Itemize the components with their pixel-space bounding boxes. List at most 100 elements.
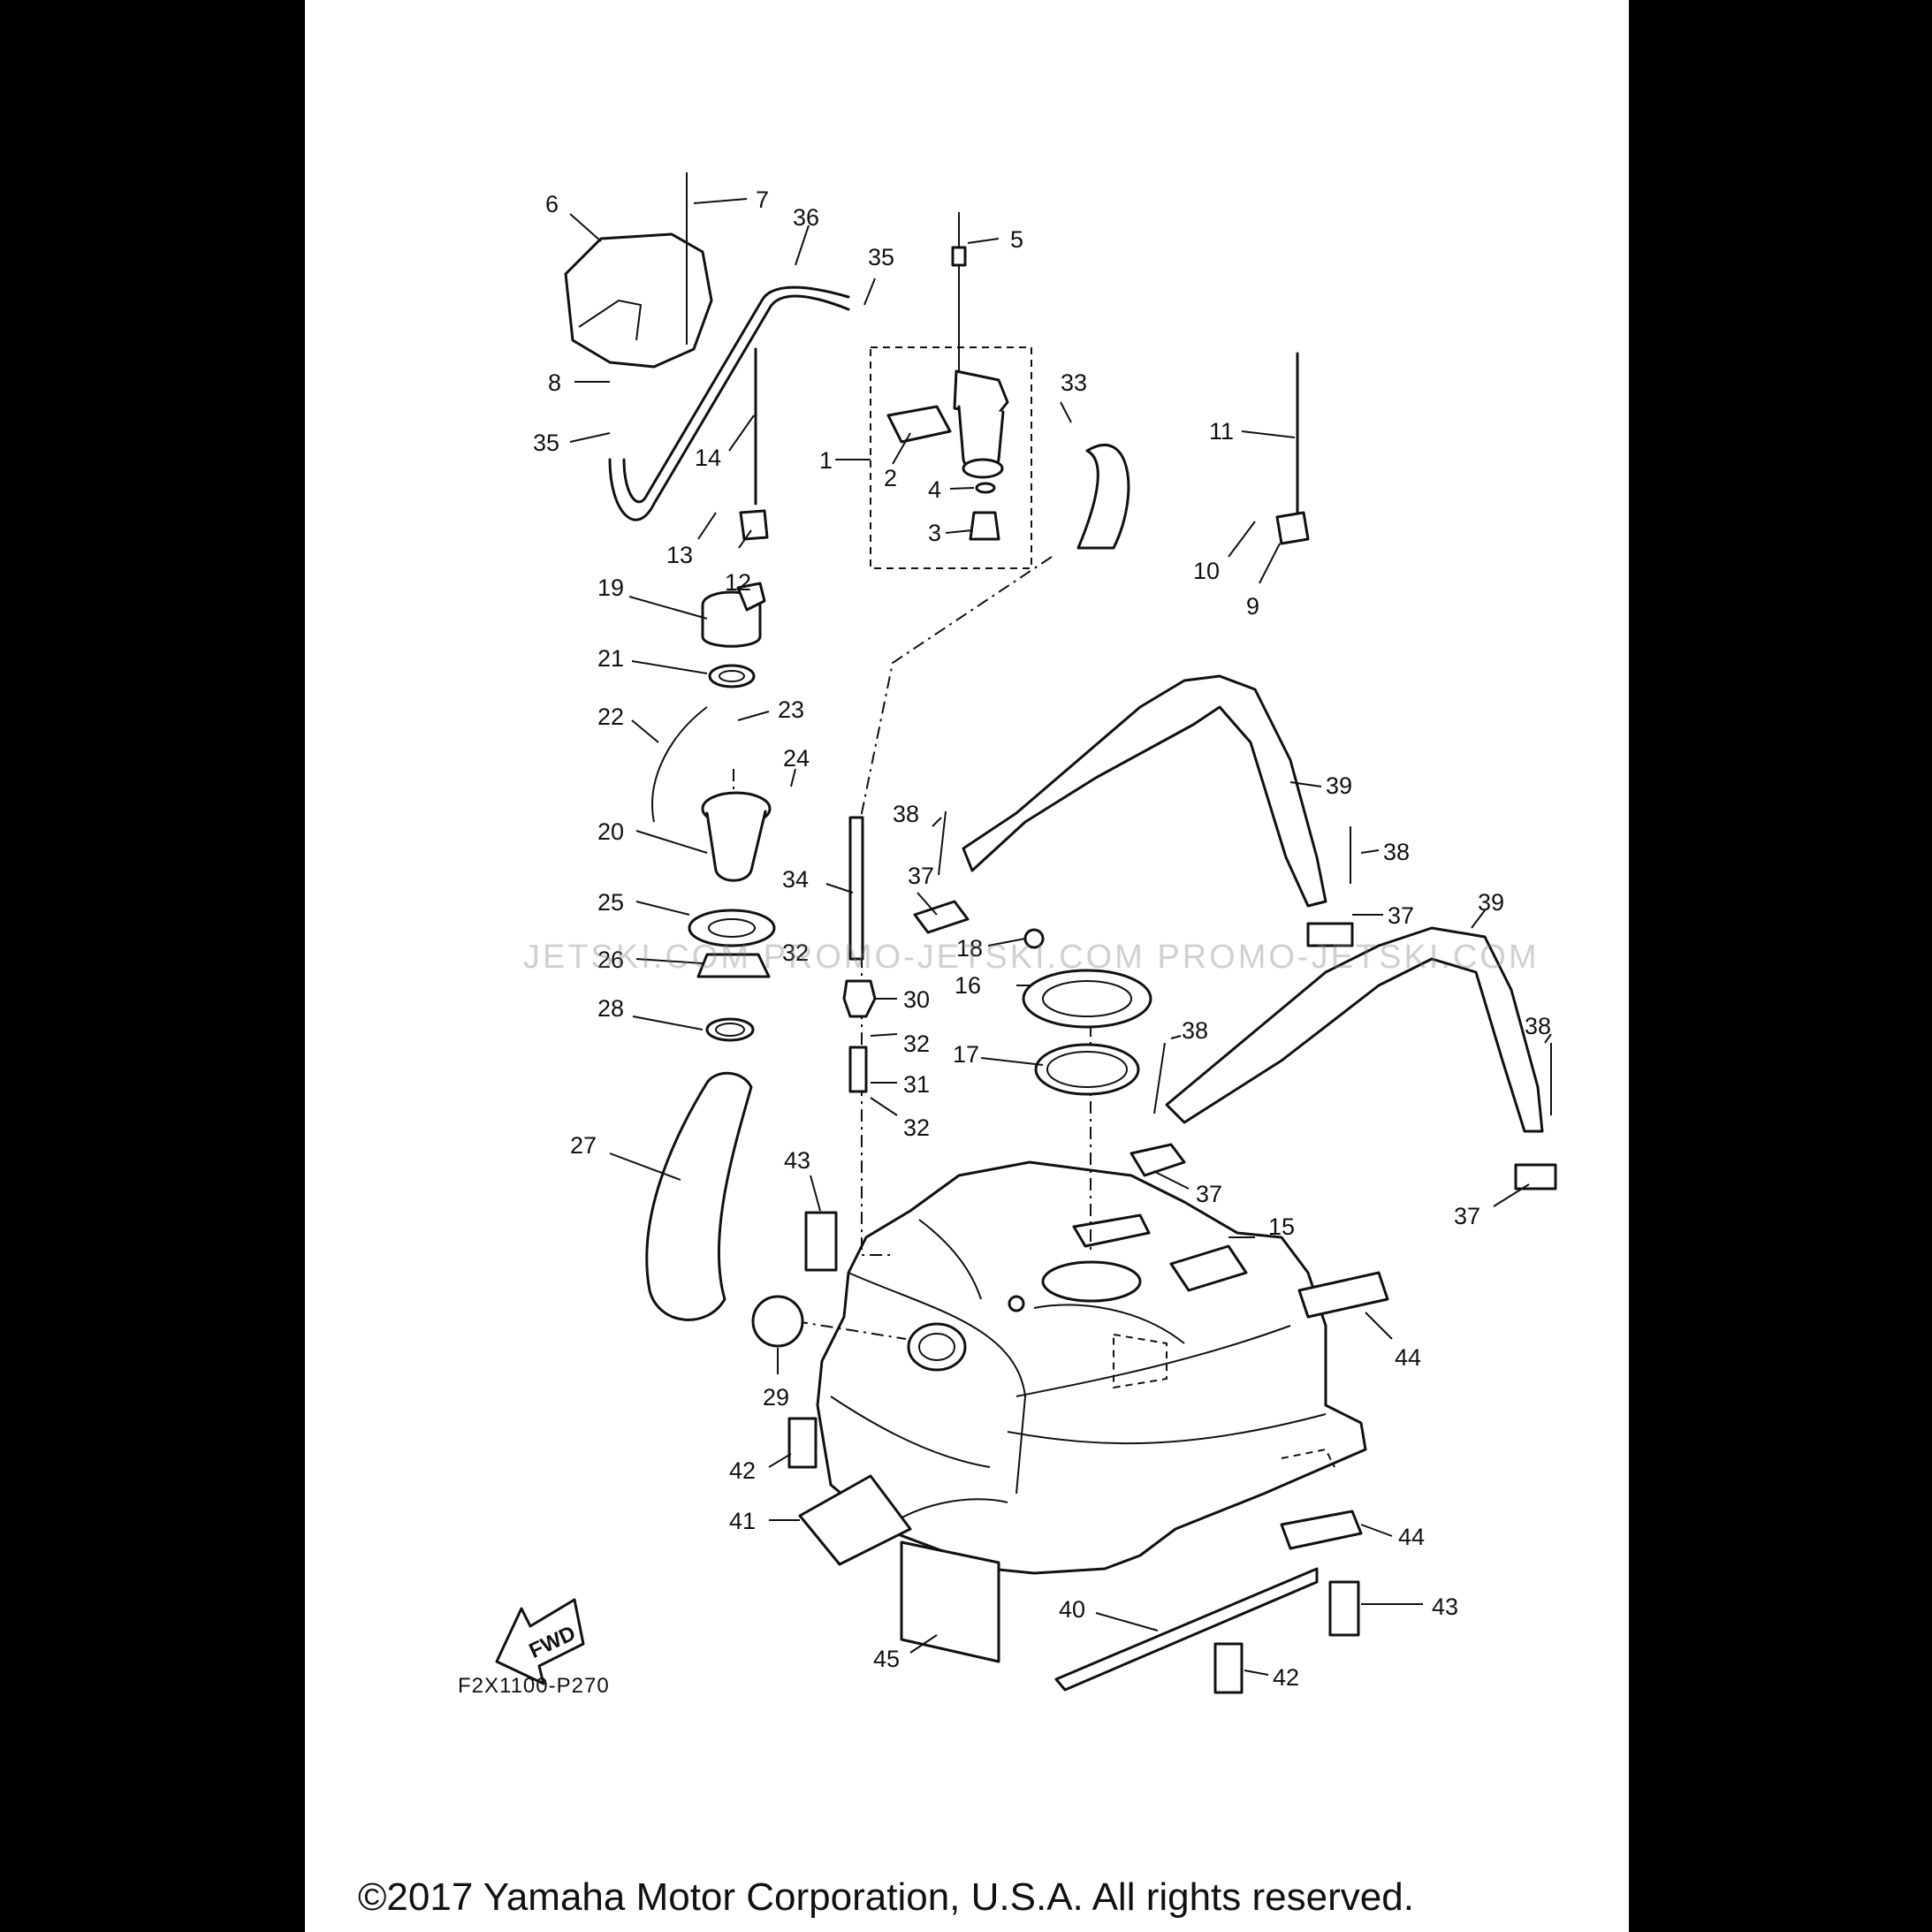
- callout-30: 30: [903, 986, 930, 1013]
- callout-37-d: 37: [1454, 1203, 1480, 1229]
- callout-32-c: 32: [782, 939, 809, 966]
- breather-pipe: [848, 816, 864, 961]
- tank-band-upper: [962, 674, 1327, 908]
- callout-8: 8: [548, 369, 561, 396]
- callout-22: 22: [597, 704, 624, 730]
- callout-13: 13: [666, 542, 693, 568]
- fuel-filter-assembly: [870, 212, 1032, 569]
- callout-10: 10: [1193, 558, 1220, 584]
- callout-21: 21: [597, 645, 624, 672]
- callout-42-a: 42: [729, 1457, 756, 1484]
- clip-9: [1275, 511, 1310, 545]
- callout-1: 1: [819, 447, 833, 474]
- pad-42-left: [787, 1417, 818, 1469]
- drawing-code: F2X1100-P270: [458, 1674, 610, 1698]
- callout-38-d: 38: [1525, 1013, 1551, 1039]
- gasket: [1034, 1043, 1140, 1096]
- callout-39-b: 39: [1478, 889, 1504, 916]
- callout-26: 26: [597, 947, 624, 973]
- mounting-plate: [1022, 969, 1152, 1029]
- callout-37-a: 37: [908, 863, 934, 889]
- bolt-38-a: [938, 810, 947, 876]
- callout-17: 17: [953, 1041, 979, 1068]
- vent-hose-inner: [622, 285, 850, 504]
- cover-detail: [578, 299, 643, 341]
- pad-43-left: [804, 1211, 838, 1272]
- callout-19: 19: [597, 574, 624, 601]
- callout-35-b: 35: [533, 430, 559, 456]
- pad-44-upper: [1297, 1271, 1389, 1319]
- callout-23: 23: [778, 696, 804, 723]
- callout-14: 14: [695, 445, 721, 471]
- callout-32-a: 32: [903, 1031, 930, 1057]
- callout-34: 34: [782, 866, 809, 893]
- callout-27: 27: [570, 1132, 597, 1159]
- callout-37-c: 37: [1196, 1181, 1222, 1207]
- fuel-hose-upper: [1076, 444, 1130, 550]
- callout-43-b: 43: [1432, 1594, 1458, 1620]
- pad-41: [798, 1474, 912, 1566]
- gasket-inner: [1046, 1051, 1128, 1088]
- callout-4: 4: [928, 476, 941, 503]
- callout-44-b: 44: [1398, 1524, 1425, 1550]
- callout-12: 12: [725, 569, 751, 596]
- pad-42-right: [1213, 1642, 1244, 1694]
- vent-hose: [608, 294, 850, 521]
- callout-41: 41: [729, 1508, 756, 1534]
- callout-18: 18: [956, 935, 983, 962]
- callout-15: 15: [1268, 1213, 1295, 1240]
- filler-group: [645, 582, 804, 1348]
- watermark-text: JETSKI.COM PROMO-JETSKI.COM PROMO-JETSKI…: [523, 939, 1540, 976]
- callout-28: 28: [597, 995, 624, 1022]
- dash-line-1: [861, 556, 1053, 1256]
- pad-44-lower: [1280, 1510, 1363, 1550]
- callout-33: 33: [1061, 369, 1087, 396]
- callout-43-a: 43: [784, 1147, 810, 1174]
- callout-40: 40: [1059, 1596, 1085, 1623]
- callout-11: 11: [1209, 418, 1234, 445]
- callout-3: 3: [928, 520, 941, 546]
- callout-38-c: 38: [1182, 1017, 1208, 1044]
- callout-9: 9: [1246, 593, 1259, 620]
- pad-45: [900, 1540, 1000, 1663]
- callout-31: 31: [903, 1071, 930, 1098]
- callout-20: 20: [597, 818, 624, 845]
- cover-part: [564, 232, 713, 369]
- bracket-37-b: [1306, 922, 1354, 947]
- callout-45: 45: [873, 1646, 900, 1672]
- bolt-38-c: [1153, 1042, 1166, 1114]
- pad-43-right: [1328, 1580, 1360, 1637]
- callout-42-b: 42: [1273, 1664, 1299, 1691]
- callout-5: 5: [1010, 226, 1023, 253]
- clip-12: [739, 509, 769, 541]
- callout-29: 29: [763, 1384, 789, 1411]
- bracket-37-d: [1514, 1163, 1557, 1190]
- tank-band-lower: [1165, 926, 1544, 1133]
- callout-24: 24: [783, 745, 810, 772]
- callout-37-b: 37: [1388, 902, 1414, 929]
- short-hose: [848, 1046, 868, 1093]
- callout-group: 1 2 3 4 5 6 7 8 9 10 11 12 13 14 15 16: [533, 172, 1552, 1691]
- copyright-notice: ©2017 Yamaha Motor Corporation, U.S.A. A…: [358, 1875, 1414, 1919]
- mounting-plate-inner: [1042, 980, 1132, 1017]
- callout-38-a: 38: [893, 801, 919, 827]
- callout-44-a: 44: [1395, 1344, 1421, 1371]
- callout-6: 6: [545, 191, 559, 217]
- callout-25: 25: [597, 889, 624, 916]
- callout-2: 2: [884, 465, 897, 491]
- pad-40: [1054, 1567, 1319, 1692]
- callout-38-b: 38: [1383, 839, 1410, 865]
- fwd-arrow: FWD: [495, 1598, 585, 1685]
- dash-line-4: [795, 1320, 907, 1340]
- check-valve: [842, 979, 877, 1018]
- callout-35-a: 35: [868, 244, 894, 270]
- fuel-tank: [816, 1160, 1367, 1575]
- bracket-37-a: [913, 900, 970, 934]
- callout-36: 36: [793, 204, 819, 231]
- callout-16: 16: [955, 972, 981, 999]
- bracket-37-c: [1130, 1143, 1186, 1177]
- callout-32-b: 32: [903, 1114, 930, 1141]
- callout-7: 7: [756, 186, 769, 213]
- callout-39-a: 39: [1326, 772, 1352, 799]
